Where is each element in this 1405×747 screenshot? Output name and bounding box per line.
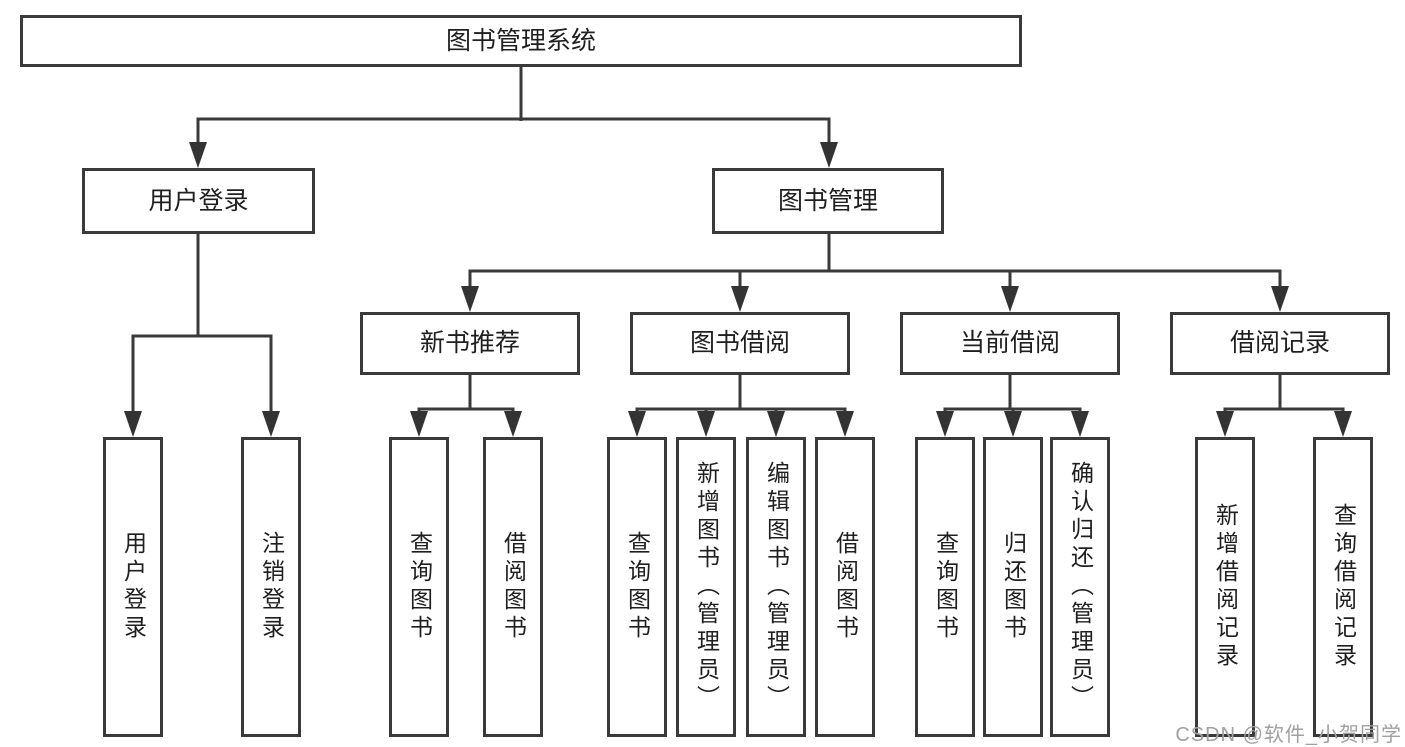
node-bb-edit-books-admin: 编辑图书（管理员）: [746, 437, 806, 737]
arrowhead-icon: [1271, 286, 1289, 312]
connector-current-borrow-to-leaves: [943, 375, 1082, 413]
node-br-query-record: 查询借阅记录: [1313, 437, 1373, 737]
arrowhead-icon: [836, 411, 854, 437]
node-label: 查询借阅记录: [1330, 503, 1357, 671]
arrowhead-icon: [936, 411, 954, 437]
node-label: 查询图书: [406, 531, 433, 643]
node-label: 查询图书: [624, 531, 651, 643]
arrowhead-icon: [124, 411, 142, 437]
connector-book-mgmt-to-level3: [468, 234, 1282, 288]
node-label: 归还图书: [1000, 531, 1027, 643]
connector-book-borrow-to-leaves: [635, 375, 847, 413]
arrowhead-icon: [1001, 286, 1019, 312]
node-cb-query-books: 查询图书: [915, 437, 975, 737]
arrowhead-icon: [820, 142, 838, 168]
node-label: 图书管理: [777, 186, 878, 215]
node-user-login: 用户登录: [103, 437, 163, 737]
node-cb-return-books: 归还图书: [983, 437, 1043, 737]
node-label: 用户登录: [148, 186, 249, 215]
node-label: 借阅图书: [500, 531, 527, 643]
arrowhead-icon: [1216, 411, 1234, 437]
node-label: 新书推荐: [419, 329, 520, 357]
node-bb-query-books: 查询图书: [607, 437, 667, 737]
node-new-book-recommend: 新书推荐: [360, 312, 580, 375]
node-label: 编辑图书（管理员）: [763, 461, 790, 713]
connector-borrow-record-to-leaves: [1223, 375, 1345, 413]
connector-new-book-to-leaves: [417, 375, 515, 413]
arrowhead-icon: [767, 411, 785, 437]
node-nb-query-books: 查询图书: [389, 437, 449, 737]
node-user-login-branch: 用户登录: [82, 168, 315, 234]
watermark: CSDN @软件_小贺同学: [1175, 724, 1402, 746]
node-label: 当前借阅: [959, 329, 1060, 357]
node-bb-borrow-books: 借阅图书: [815, 437, 875, 737]
node-logout-login: 注销登录: [241, 437, 301, 737]
node-label: 图书管理系统: [445, 26, 596, 55]
arrowhead-icon: [461, 286, 479, 312]
connector-user-login-to-leaves: [131, 234, 273, 413]
arrowhead-icon: [262, 411, 280, 437]
node-cb-confirm-return-admin: 确认归还（管理员）: [1050, 437, 1110, 737]
node-label: 确认归还（管理员）: [1067, 461, 1094, 713]
node-label: 注销登录: [258, 531, 285, 643]
node-current-borrowing: 当前借阅: [900, 312, 1120, 375]
node-label: 新增图书（管理员）: [693, 461, 720, 713]
arrowhead-icon: [1334, 411, 1352, 437]
arrowhead-icon: [731, 286, 749, 312]
node-library-management-system: 图书管理系统: [20, 15, 1022, 67]
node-book-management-branch: 图书管理: [712, 168, 944, 234]
arrowhead-icon: [189, 142, 207, 168]
arrowhead-icon: [1004, 411, 1022, 437]
arrowhead-icon: [410, 411, 428, 437]
connector-root-to-level2: [196, 67, 831, 145]
node-book-borrowing: 图书借阅: [630, 312, 850, 375]
arrowhead-icon: [697, 411, 715, 437]
arrowhead-icon: [1071, 411, 1089, 437]
arrowhead-icon: [504, 411, 522, 437]
node-label: 借阅记录: [1229, 329, 1330, 357]
node-label: 查询图书: [932, 531, 959, 643]
node-br-add-record: 新增借阅记录: [1195, 437, 1255, 737]
node-label: 新增借阅记录: [1212, 503, 1239, 671]
node-bb-add-books-admin: 新增图书（管理员）: [676, 437, 736, 737]
arrowhead-icon: [628, 411, 646, 437]
node-nb-borrow-books: 借阅图书: [483, 437, 543, 737]
node-borrowing-records: 借阅记录: [1170, 312, 1390, 375]
node-label: 借阅图书: [832, 531, 859, 643]
node-label: 图书借阅: [689, 329, 790, 357]
node-label: 用户登录: [120, 531, 147, 643]
